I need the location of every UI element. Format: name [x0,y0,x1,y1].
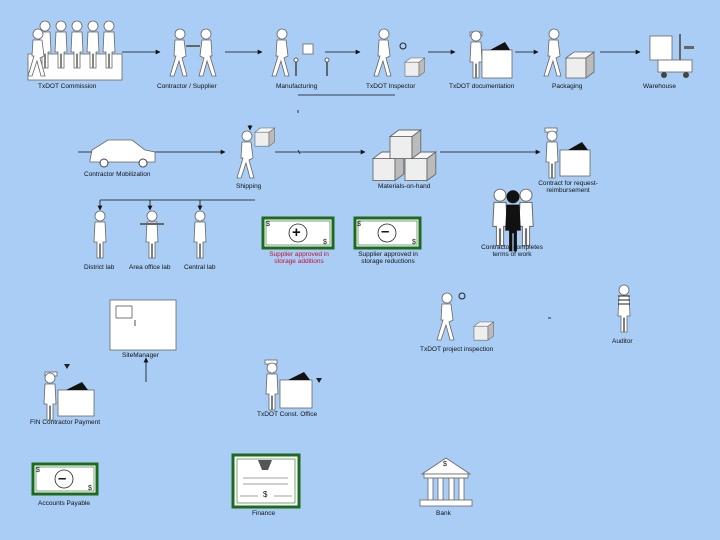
inspector-icon [374,29,425,76]
central-lab-icon [194,211,206,258]
stacked-boxes-icon [373,130,436,181]
label-manufacturing: Manufacturing [276,83,317,90]
const-office-icon [265,360,322,410]
label-const-office: TxDOT Const. Office [257,411,317,418]
label-shipping: Shipping [236,183,261,190]
dollar-symbol: $ [266,221,270,228]
label-materials-on-hand: Materials-on-hand [378,183,430,190]
label-area-office-lab: Area office lab [129,264,170,271]
dollar-symbol: $ [88,485,92,492]
label-sitemanager: SiteManager [122,352,159,359]
fin-payment-icon [44,364,94,420]
reimbursement-icon [545,128,590,178]
forklift-icon [650,34,694,78]
dollar-symbol: $ [323,239,327,246]
car-icon [90,140,155,167]
label-txdot-inspector: TxDOT Inspector [366,83,415,90]
plus-symbol: + [292,225,301,241]
dollar-symbol: $ [412,239,416,246]
label-storage-additions: Supplier approved in storage additions [262,251,336,265]
label-contractor-supplier: Contractor / Supplier [157,83,217,90]
project-inspection-icon [437,293,494,340]
documentation-icon [470,31,512,78]
minus-symbol: – [58,471,66,487]
manufacturing-icon [272,29,329,76]
label-bank: Bank [436,510,451,517]
dollar-symbol: $ [443,461,447,468]
label-project-inspection: TxDOT project inspection [420,346,493,353]
sitemanager-screen-icon [110,300,176,350]
label-auditor: Auditor [612,338,633,345]
label-central-lab: Central lab [184,264,215,271]
label-storage-reductions: Supplier approved in storage reductions [352,251,424,265]
minus-symbol: – [381,224,389,240]
dollar-symbol: $ [357,221,361,228]
work-crew-icon [493,189,533,251]
area-office-lab-icon [140,211,164,258]
handshake-icon [170,29,216,76]
finance-certificate-icon [233,455,299,507]
shipping-icon [237,128,275,178]
commission-icon [28,21,122,80]
dollar-symbol: $ [36,467,40,474]
label-accounts-payable: Accounts Payable [38,500,90,507]
packaging-icon [544,29,594,78]
dollar-symbol: $ [263,491,267,498]
label-finance: Finance [252,510,275,517]
label-terms-of-work: Contractor completes terms of work [475,244,549,258]
label-fin-payment: FIN Contractor Payment [30,419,100,426]
auditor-icon [618,285,630,332]
label-txdot-commission: TxDOT Commission [38,83,96,90]
label-contractor-mobilization: Contractor Mobilization [84,171,150,178]
label-packaging: Packaging [552,83,582,90]
label-txdot-documentation: TxDOT documentation [449,83,514,90]
district-lab-icon [94,211,106,258]
label-district-lab: District lab [84,264,114,271]
label-contract-reimbursement: Contract for request-reimbursement [533,180,603,194]
label-warehouse: Warehouse [643,83,676,90]
